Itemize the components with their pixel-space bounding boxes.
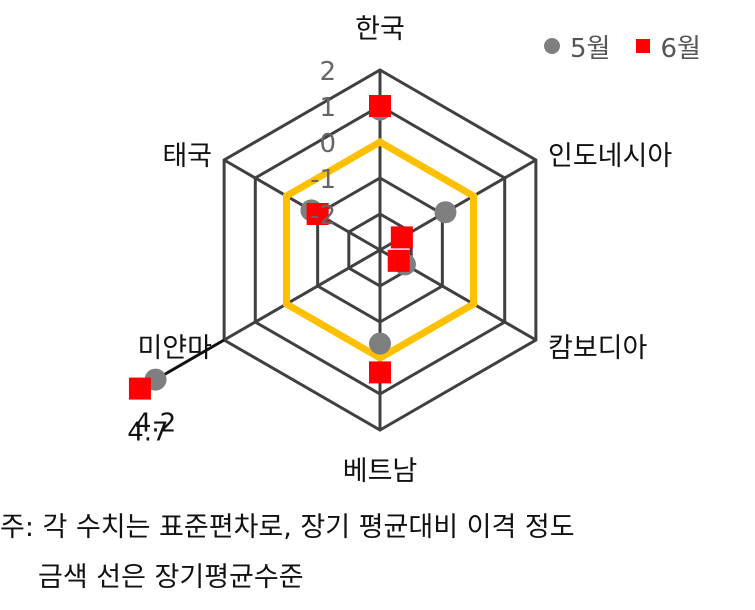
marker-0-1 bbox=[434, 201, 457, 224]
marker-1-0 bbox=[369, 95, 391, 117]
legend-label-june: 6월 bbox=[660, 33, 701, 64]
value-label-1: 4.7 bbox=[127, 418, 168, 448]
legend-item-june: 6월 bbox=[636, 28, 701, 65]
legend: 5월 6월 bbox=[544, 28, 727, 64]
legend-label-may: 5월 bbox=[570, 33, 611, 64]
legend-circle-marker bbox=[544, 38, 560, 54]
tick-label-4: -2 bbox=[310, 201, 336, 231]
category-label-4: 미얀마 bbox=[137, 333, 212, 364]
tick-label-0: 2 bbox=[319, 57, 336, 87]
category-label-3: 베트남 bbox=[343, 456, 418, 487]
category-label-2: 캄보디아 bbox=[548, 333, 648, 364]
reference-ring bbox=[282, 137, 478, 363]
chart-notes: 주: 각 수치는 표준편차로, 장기 평균대비 이격 정도 금색 선은 장기평균… bbox=[0, 508, 575, 608]
tick-label-1: 1 bbox=[319, 93, 336, 123]
spoke-4 bbox=[223, 248, 381, 342]
marker-1-4 bbox=[128, 377, 151, 400]
legend-square-marker bbox=[636, 39, 651, 53]
reference-hexagon bbox=[282, 137, 478, 363]
category-label-5: 태국 bbox=[162, 141, 212, 172]
marker-1-1 bbox=[390, 226, 413, 249]
category-label-1: 인도네시아 bbox=[548, 141, 672, 172]
tick-label-2: 0 bbox=[319, 129, 336, 159]
category-label-0: 한국 bbox=[355, 14, 405, 45]
note-line-1: 주: 각 수치는 표준편차로, 장기 평균대비 이격 정도 bbox=[0, 512, 575, 543]
value-label-0: 4.2 bbox=[135, 409, 176, 439]
marker-1-5 bbox=[306, 203, 329, 225]
note-line-2: 금색 선은 장기평균수준 bbox=[38, 562, 304, 593]
series-markers bbox=[128, 95, 457, 400]
marker-1-2 bbox=[387, 249, 410, 272]
marker-0-3 bbox=[369, 332, 391, 355]
tick-label-3: -1 bbox=[310, 165, 336, 195]
legend-item-may: 5월 bbox=[544, 28, 610, 65]
marker-1-3 bbox=[369, 361, 391, 384]
